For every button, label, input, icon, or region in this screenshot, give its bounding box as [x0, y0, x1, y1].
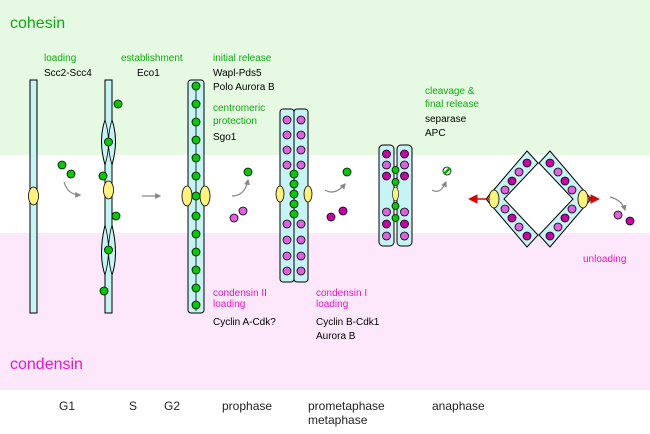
label-centromeric-protection-2: protection	[213, 116, 257, 127]
cohesin-band-label: cohesin	[10, 15, 65, 32]
released-cohesin-ring	[342, 167, 352, 177]
condensin-ring	[613, 210, 623, 220]
label-cyclin-b-cdk1: Cyclin B-Cdk1	[316, 317, 380, 328]
label-centromeric-protection-1: centromeric	[213, 103, 265, 114]
g1-chromosome	[28, 79, 39, 314]
label-condensin-i-2: loading	[316, 299, 348, 310]
label-unloading: unloading	[583, 254, 626, 265]
label-establishment: establishment	[121, 53, 183, 64]
release-arrow	[324, 183, 346, 193]
phase-g2: G2	[164, 399, 180, 413]
label-initial-release: initial release	[213, 53, 272, 64]
phase-metaphase: metaphase	[308, 413, 368, 427]
label-cleavage-2: final release	[425, 99, 479, 110]
label-apc: APC	[425, 128, 446, 139]
phase-prophase: prophase	[222, 399, 272, 413]
label-polo-aurora-b: Polo Aurora B	[213, 82, 275, 93]
cleaved-cohesin-ring	[442, 166, 452, 176]
phase-anaphase: anaphase	[432, 399, 485, 413]
g2-chromosome	[181, 79, 211, 314]
label-cyclin-a-cdk: Cyclin A-Cdk?	[213, 317, 276, 328]
condensin-ring	[238, 206, 248, 216]
cleavage-arrow	[431, 180, 447, 192]
cohesin-ring	[66, 169, 76, 179]
label-condensin-i-1: condensin I	[316, 288, 367, 299]
label-cleavage-1: cleavage &	[425, 86, 475, 97]
unloading-arrow	[609, 196, 627, 212]
phase-prometaphase: prometaphase	[308, 399, 385, 413]
label-condensin-ii-2: loading	[213, 299, 245, 310]
anaphase-left-chromatid	[485, 150, 539, 248]
label-wapl-pds5: Wapl-Pds5	[213, 68, 262, 79]
condensin-ring	[338, 206, 348, 216]
label-aurora-b: Aurora B	[316, 331, 356, 342]
metaphase-chromosome	[378, 144, 413, 247]
cohesin-band	[0, 0, 650, 155]
phase-band	[0, 390, 650, 434]
s-phase-chromosome	[98, 79, 123, 314]
loading-arrow	[63, 181, 82, 198]
label-separase: separase	[425, 114, 467, 125]
prophase-chromosome	[275, 108, 313, 283]
condensin-band-label: condensin	[10, 356, 83, 373]
label-condensin-ii-1: condensin II	[213, 288, 267, 299]
condensin-ring	[229, 213, 239, 223]
phase-s: S	[129, 399, 137, 413]
phase-g1: G1	[59, 399, 75, 413]
cohesin-ring	[57, 160, 67, 170]
label-sgo1: Sgo1	[213, 132, 237, 143]
released-cohesin-ring	[243, 167, 253, 177]
condensin-ring	[326, 212, 336, 222]
label-scc2-scc4: Scc2-Scc4	[44, 68, 92, 79]
label-eco1: Eco1	[137, 68, 160, 79]
condensin-band	[0, 233, 650, 390]
release-arrow	[231, 178, 251, 197]
label-loading: loading	[44, 53, 76, 64]
condensin-ring	[625, 216, 635, 226]
